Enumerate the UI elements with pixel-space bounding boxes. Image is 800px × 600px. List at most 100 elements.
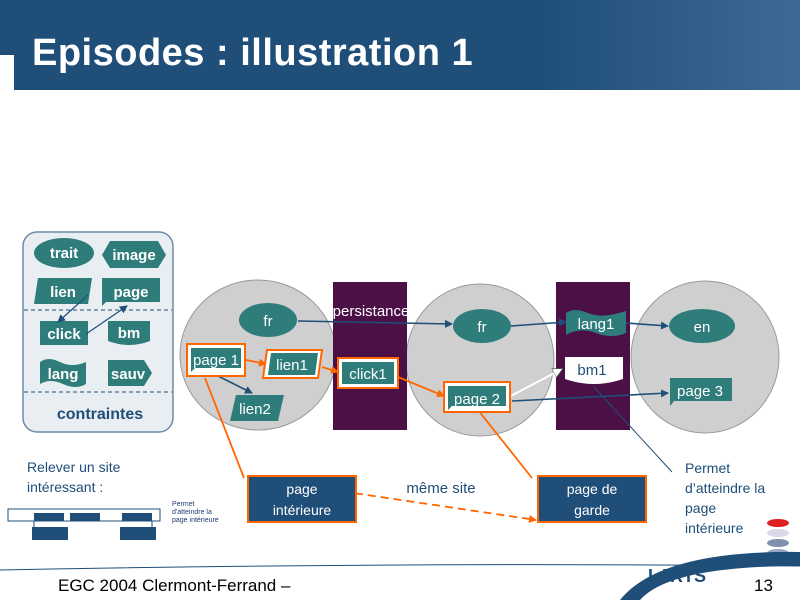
footer-swoosh	[620, 551, 800, 600]
stack-disc-red	[767, 519, 789, 527]
node-fr-1-label: fr	[263, 313, 272, 330]
node-en	[669, 309, 735, 343]
node-bm1	[565, 357, 623, 384]
liris-logo: LIRIS	[648, 566, 710, 586]
legend-label-page: page	[113, 284, 148, 301]
note-right-line-4: intérieure	[685, 520, 744, 536]
note-left: Relever un site intéressant :	[27, 457, 120, 497]
title-bar-gradient	[540, 0, 800, 90]
persistence-column-1	[333, 282, 407, 430]
box-page-interieure	[247, 475, 357, 523]
legend-panel: trait image lien page click bm lang sauv…	[22, 231, 174, 433]
note-right-line-3: page	[685, 500, 717, 516]
stack-disc-2	[767, 539, 789, 547]
persistance-label: persistance	[333, 303, 410, 320]
arrow-fr-lang1	[510, 318, 567, 327]
node-fr-2-label: fr	[477, 319, 486, 336]
legend-shape-trait	[34, 238, 94, 268]
line-page2-box	[477, 409, 533, 479]
legend-label-click: click	[47, 326, 81, 343]
legend-label-trait: trait	[50, 245, 78, 262]
legend-label-sauv: sauv	[111, 366, 146, 383]
node-fr-2	[453, 309, 511, 343]
legend-shape-bm	[108, 321, 150, 345]
legend-shape-sauv	[108, 360, 152, 386]
node-page2-label: page 2	[454, 391, 500, 408]
node-click1	[342, 362, 394, 384]
arrow-fr-fr	[297, 319, 453, 328]
note-small-line-2: d'atteindre la	[172, 509, 212, 516]
blue-arrows	[215, 318, 669, 402]
arrow-same-site	[251, 477, 537, 523]
node-click1-label: click1	[349, 366, 387, 383]
arrow-page2-bm1	[506, 368, 562, 399]
note-right: Permet d’atteindre la page intérieure	[685, 458, 765, 538]
legend-shape-lang	[40, 359, 86, 387]
legend-caption: contraintes	[57, 406, 143, 423]
node-fr-1	[239, 303, 297, 337]
arrow-page1-lien2	[215, 374, 253, 394]
node-bm1-label: bm1	[577, 362, 606, 379]
mini-block-2	[120, 527, 156, 540]
note-small-line-1: Permet	[172, 501, 195, 508]
note-right-line-2: d’atteindre la	[685, 480, 766, 496]
note-small: Permet d'atteindre la page intérieure	[172, 501, 219, 525]
page-title: Episodes : illustration 1	[32, 32, 474, 74]
box-page-de-garde	[537, 475, 647, 523]
legend-arrow-click-page	[85, 305, 128, 335]
title-bar: Episodes : illustration 1	[0, 0, 800, 90]
note-left-line-2: intéressant :	[27, 479, 104, 495]
arrow-page2-page3	[511, 389, 669, 402]
node-page3-label: page 3	[677, 383, 723, 400]
legend-shape-click	[40, 321, 88, 345]
node-lien1-label: lien1	[276, 357, 308, 374]
legend-shape-page	[102, 278, 160, 306]
footer-band	[0, 564, 800, 600]
line-page1-box	[204, 377, 245, 479]
legend-label-lang: lang	[48, 366, 79, 383]
node-lien2-label: lien2	[239, 401, 271, 418]
note-right-line-1: Permet	[685, 460, 731, 476]
node-en-label: en	[694, 319, 711, 336]
same-site-label: même site	[406, 480, 475, 497]
box-page-de-garde-line2: garde	[574, 502, 610, 518]
node-page1-label: page 1	[193, 352, 239, 369]
box-page-interieure-line1: page	[286, 481, 317, 497]
mini-seg-1	[34, 513, 64, 521]
node-lien1	[268, 353, 318, 375]
persistence-column-2	[556, 282, 630, 430]
episode-circle-3	[630, 280, 780, 434]
note-small-line-3: page intérieure	[172, 517, 219, 524]
node-page2	[448, 386, 506, 410]
legend-arrow-lien-click	[57, 294, 89, 323]
callout-line-bm1	[593, 386, 673, 473]
mini-block-1	[32, 527, 68, 540]
node-page1	[191, 348, 241, 372]
arrow-page1-lien1	[245, 358, 267, 367]
arrow-lang1-en	[625, 321, 669, 330]
arrow-click1-page2	[397, 376, 445, 398]
orange-arrows	[204, 358, 537, 523]
node-lang1-label: lang1	[578, 316, 615, 333]
box-page-interieure-line2: intérieure	[273, 502, 332, 518]
title-bar-notch	[0, 55, 14, 90]
decorative-stack-icon	[767, 519, 789, 557]
node-page3	[670, 378, 732, 406]
legend-label-bm: bm	[118, 325, 141, 342]
mini-seg-2	[70, 513, 100, 521]
footer-text: EGC 2004 Clermont-Ferrand –	[58, 576, 291, 595]
note-left-line-1: Relever un site	[27, 459, 121, 475]
legend-label-image: image	[112, 247, 155, 264]
stack-disc-1	[767, 529, 789, 537]
legend-shape-image	[102, 241, 166, 268]
mini-illustration	[7, 508, 161, 540]
legend-shape-lien	[34, 278, 92, 304]
page-number: 13	[754, 576, 773, 595]
arrow-lien1-click1	[321, 366, 339, 374]
mini-seg-3	[122, 513, 152, 521]
node-lien2	[230, 395, 284, 421]
node-lang1	[566, 310, 626, 336]
legend-label-lien: lien	[50, 284, 76, 301]
box-page-de-garde-line1: page de	[567, 481, 618, 497]
